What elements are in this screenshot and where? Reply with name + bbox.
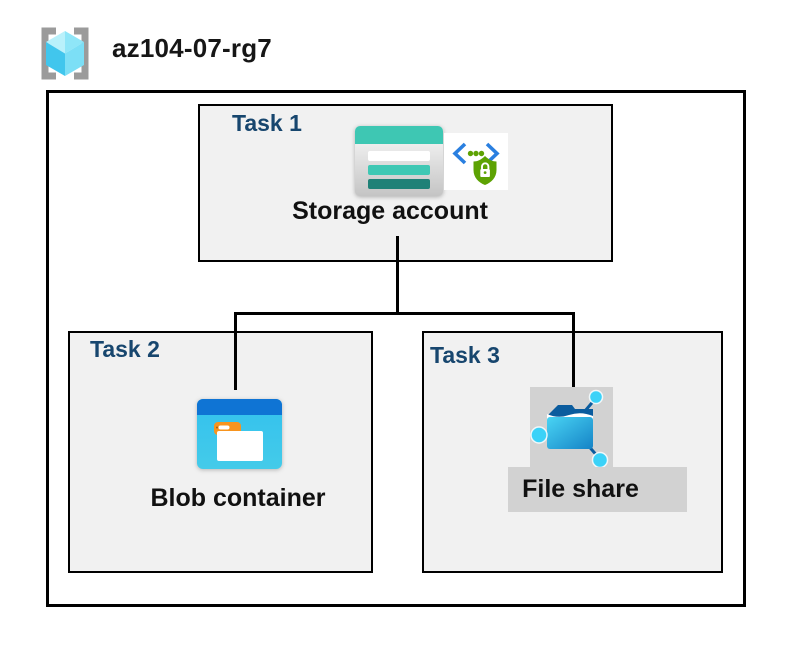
file-share-label-bar: File share [508, 467, 687, 512]
file-share-icon [530, 387, 613, 469]
connector-storage-stem [396, 236, 399, 314]
task-3-label: Task 3 [430, 342, 500, 368]
task-1-label: Task 1 [232, 110, 302, 136]
resource-group-name: az104-07-rg7 [112, 33, 272, 63]
blob-container-icon [197, 399, 282, 469]
task-2-label: Task 2 [90, 336, 160, 362]
file-share-caption: File share [522, 475, 639, 503]
connector-to-blob-container [234, 313, 237, 390]
blob-container-caption: Blob container [150, 484, 326, 512]
storage-account-caption: Storage account [292, 197, 488, 225]
connector-to-file-share [572, 313, 575, 392]
sas-security-icon [444, 133, 508, 190]
connector-horizontal [234, 312, 575, 315]
resource-group-icon [41, 27, 89, 80]
storage-account-icon [355, 126, 443, 196]
